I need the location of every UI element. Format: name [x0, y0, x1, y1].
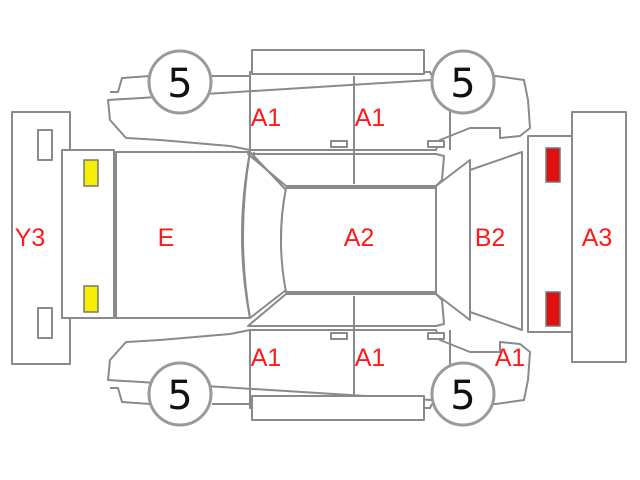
zone-label-rear-bumper: A3: [582, 224, 613, 252]
zone-label-front-door-bottom: A1: [251, 344, 282, 372]
wheel-rear-top: 5: [430, 49, 496, 115]
front-bumper: [11, 111, 71, 365]
rear-pillar: [435, 159, 471, 321]
zone-label-front-bumper: Y3: [15, 224, 46, 252]
wheel-front-bottom: 5: [147, 361, 213, 427]
zone-label-roof: A2: [344, 224, 375, 252]
rear-bumper: [571, 111, 627, 363]
taillight-top: [545, 147, 561, 183]
headlight-top: [83, 159, 99, 187]
wheel-front-bottom-label: 5: [167, 373, 192, 419]
bottom-side-windows: [247, 293, 445, 327]
headlight-bottom: [83, 285, 99, 313]
zone-label-front-door-top: A1: [251, 104, 282, 132]
taillight-bottom: [545, 291, 561, 327]
hood-panel: [115, 151, 251, 319]
running-board-bottom: [251, 395, 425, 421]
wheel-front-top: 5: [147, 49, 213, 115]
top-side-windows: [247, 153, 445, 187]
rear-glass: [469, 151, 523, 331]
wheel-rear-bottom: 5: [430, 361, 496, 427]
door-handle-top-rear: [427, 140, 445, 148]
front-bumper-light-bottom: [37, 307, 53, 339]
zone-label-rear-door-top: A1: [355, 104, 386, 132]
zone-label-rear-glass: B2: [475, 224, 506, 252]
zone-label-rear-door-bottom: A1: [355, 344, 386, 372]
zone-label-hood: E: [158, 224, 175, 252]
door-handle-bottom-rear: [427, 332, 445, 340]
zone-label-rear-quarter-bottom: A1: [495, 344, 526, 372]
wheel-rear-bottom-label: 5: [450, 373, 475, 419]
door-handle-top-front: [330, 140, 348, 148]
roof-panel: [280, 187, 437, 293]
front-bumper-light-top: [37, 129, 53, 161]
door-handle-bottom-front: [330, 332, 348, 340]
front-panel: [61, 149, 115, 319]
bottom-side-body: [107, 296, 531, 409]
wheel-rear-top-label: 5: [450, 61, 475, 107]
rear-panel: [527, 135, 579, 333]
running-board-top: [251, 49, 425, 75]
wheel-front-top-label: 5: [167, 61, 192, 107]
windshield: [241, 151, 287, 319]
